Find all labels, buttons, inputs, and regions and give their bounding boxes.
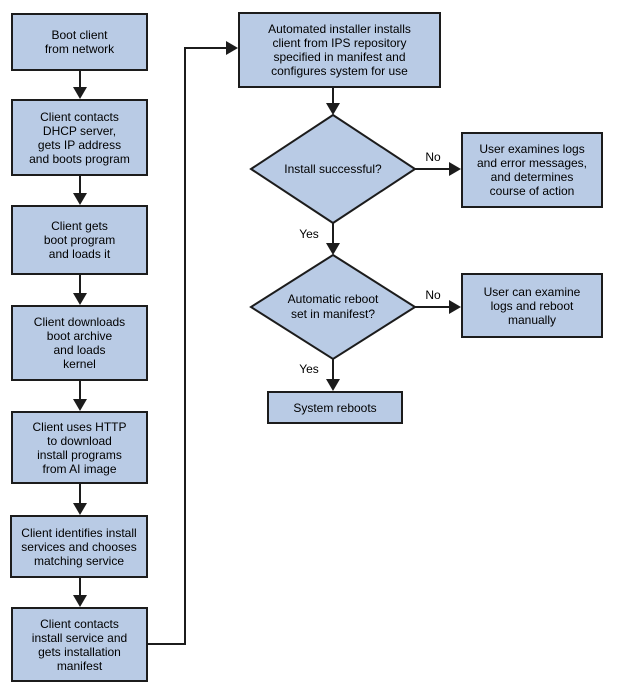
edge-label-reboot-yes: Yes bbox=[299, 362, 319, 376]
edge-label-install-yes: Yes bbox=[299, 227, 319, 241]
arrow-head bbox=[326, 379, 340, 391]
arrow-head bbox=[326, 243, 340, 255]
node-user-can-examine-logs: User can examine logs and reboot manuall… bbox=[461, 273, 603, 338]
arrow-head bbox=[73, 595, 87, 607]
arrow-autoreboot-no bbox=[414, 300, 461, 314]
edge-label-reboot-no: No bbox=[425, 288, 441, 302]
arrow-boot-to-dhcp bbox=[73, 71, 87, 99]
arrow-identify-to-contact bbox=[73, 578, 87, 607]
connector-path bbox=[148, 47, 228, 645]
node-http-download: Client uses HTTP to download install pro… bbox=[11, 411, 148, 484]
arrow-head bbox=[73, 193, 87, 205]
arrow-head bbox=[449, 300, 461, 314]
arrow-dhcp-to-bootprogram bbox=[73, 176, 87, 205]
arrow-installer-to-installsuccessful bbox=[326, 88, 340, 115]
node-user-examines-logs: User examines logs and error messages, a… bbox=[461, 132, 603, 208]
node-contact-install-service: Client contacts install service and gets… bbox=[11, 607, 148, 682]
arrow-head bbox=[449, 162, 461, 176]
arrow-head bbox=[73, 87, 87, 99]
arrow-head bbox=[226, 41, 238, 55]
decision-auto-reboot-label: Automatic reboot set in manifest? bbox=[287, 292, 379, 321]
node-boot-client: Boot client from network bbox=[11, 13, 148, 71]
node-boot-program: Client gets boot program and loads it bbox=[11, 205, 148, 275]
arrow-bootarchive-to-http bbox=[73, 381, 87, 411]
arrow-installsuccessful-no bbox=[414, 162, 461, 176]
arrow-head bbox=[73, 399, 87, 411]
node-dhcp-contact: Client contacts DHCP server, gets IP add… bbox=[11, 99, 148, 176]
node-boot-archive: Client downloads boot archive and loads … bbox=[11, 305, 148, 381]
arrow-installsuccessful-yes bbox=[326, 222, 340, 255]
node-automated-installer: Automated installer installs client from… bbox=[238, 12, 441, 88]
arrow-head bbox=[73, 503, 87, 515]
arrow-autoreboot-yes bbox=[326, 358, 340, 391]
arrow-head bbox=[73, 293, 87, 305]
decision-install-successful-label: Install successful? bbox=[284, 161, 382, 176]
connector-contact-to-installer bbox=[148, 41, 238, 645]
arrow-head bbox=[326, 103, 340, 115]
arrow-http-to-identify bbox=[73, 484, 87, 515]
node-identify-services: Client identifies install services and c… bbox=[10, 515, 148, 578]
arrow-bootprogram-to-bootarchive bbox=[73, 275, 87, 305]
edge-label-install-no: No bbox=[425, 150, 441, 164]
node-system-reboots: System reboots bbox=[267, 391, 403, 424]
